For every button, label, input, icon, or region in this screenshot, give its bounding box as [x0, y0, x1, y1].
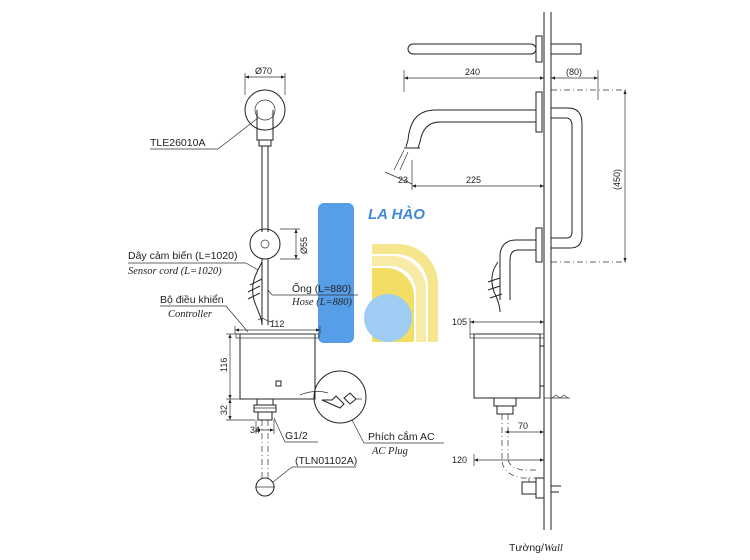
svg-text:Tường/Wall: Tường/Wall — [509, 542, 563, 554]
label-valve-model: (TLN01102A) — [295, 455, 357, 467]
label-controller-vi: Bộ điều khiển — [160, 294, 224, 306]
spout-flange — [244, 89, 286, 131]
dim-fitting-width: 34 — [250, 425, 260, 435]
dim-spout-length: 240 — [465, 67, 480, 77]
dim-fitting-offset: 70 — [518, 421, 528, 431]
watermark-text: LA HÀO — [368, 206, 425, 223]
label-hose-en: Hose (L=880) — [291, 297, 352, 308]
dim-pipe-height: (450) — [612, 169, 622, 190]
label-sensor-cord-vi: Dây cảm biến (L=1020) — [128, 250, 237, 262]
dim-flange-diameter: Ø70 — [255, 66, 272, 76]
label-faucet-model: TLE26010A — [150, 137, 205, 149]
wall-label-en: Wall — [544, 543, 563, 554]
watermark-logo: LA HÀO — [318, 203, 438, 343]
side-view: 240 (80) (450) 225 23 105 — [384, 12, 628, 554]
label-thread: G1/2 — [285, 430, 308, 442]
dim-controller-height: 116 — [219, 358, 229, 372]
front-view: Ø70 TLE26010A Ø55 Dây cảm biến (L=1020) … — [128, 66, 444, 497]
dim-pipe-flange-diameter: Ø55 — [299, 237, 309, 254]
pipe-flange — [249, 228, 281, 260]
label-controller-en: Controller — [168, 309, 213, 320]
label-hose-vi: Ống (L=880) — [292, 281, 351, 295]
label-sensor-cord-en: Sensor cord (L=1020) — [128, 266, 222, 277]
side-controller-box — [473, 333, 541, 399]
label-ac-plug-vi: Phích cắm AC — [368, 430, 435, 443]
dim-reach: 225 — [466, 175, 481, 185]
dim-controller-depth: 105 — [452, 317, 467, 327]
ac-plug-detail — [313, 370, 367, 424]
dim-controller-width: 112 — [270, 319, 284, 329]
label-ac-plug-en: AC Plug — [371, 446, 408, 457]
dim-behind-wall: (80) — [566, 67, 582, 77]
dim-valve-depth: 120 — [452, 455, 467, 465]
dim-spout-angle: 23 — [398, 175, 408, 185]
wall-label-vi: Tường/ — [509, 542, 544, 554]
side-stop-valve — [521, 481, 537, 495]
dim-fitting-height: 32 — [219, 405, 229, 415]
controller-box — [239, 333, 316, 400]
